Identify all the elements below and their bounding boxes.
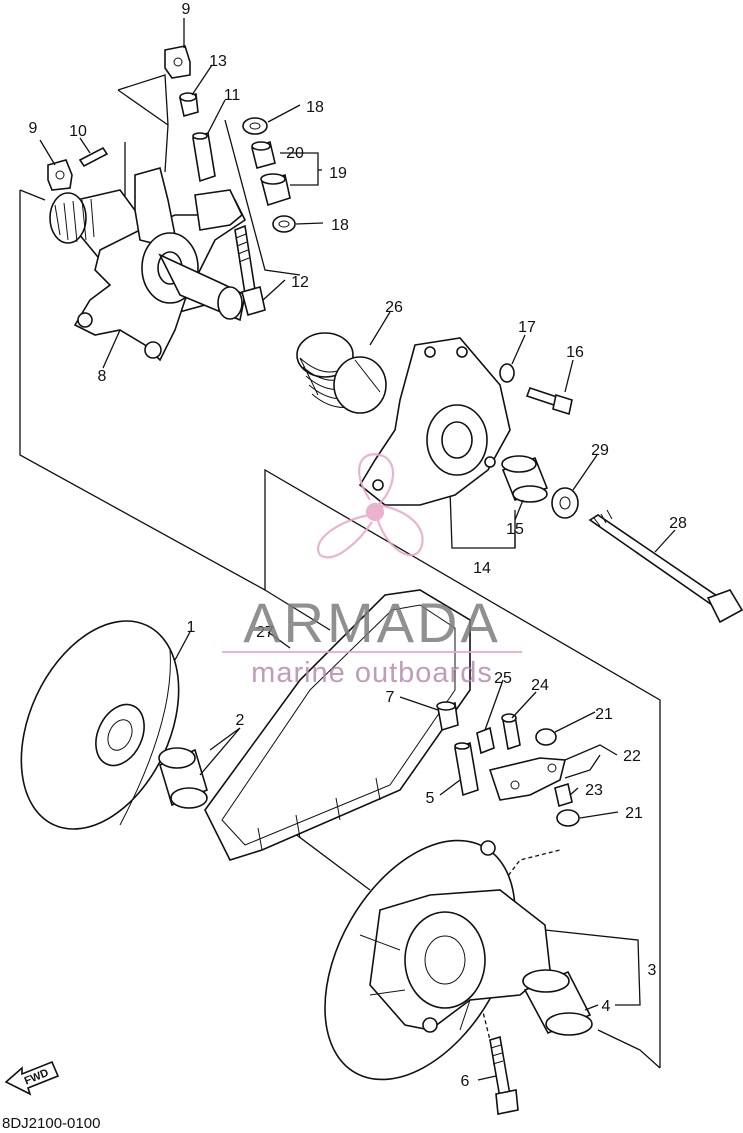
callout-19: 19 <box>329 165 347 182</box>
parts-21-23-rollers <box>535 728 580 827</box>
watermark-subtitle: marine outboards <box>251 657 493 689</box>
callout-22: 22 <box>623 748 641 765</box>
callout-18-bottom: 18 <box>331 217 349 234</box>
callout-10: 10 <box>69 123 87 140</box>
callout-11: 11 <box>224 87 241 104</box>
callout-5: 5 <box>426 790 435 807</box>
part-17-washer <box>499 363 515 383</box>
part-12-bolt <box>234 224 266 317</box>
parts-24-25-pins <box>476 713 521 755</box>
part-10-pin <box>78 146 109 168</box>
part-28-long-bolt <box>588 509 743 624</box>
callout-14: 14 <box>473 560 491 577</box>
leader-lines <box>39 18 676 1081</box>
callout-3: 3 <box>648 962 657 979</box>
part-11-pin <box>192 131 216 183</box>
callout-6: 6 <box>461 1073 470 1090</box>
diagram-part-code: 8DJ2100-0100 <box>2 1115 100 1132</box>
callout-21-bottom: 21 <box>625 805 643 822</box>
part-14-cam-housing <box>358 337 511 506</box>
callout-2: 2 <box>236 712 245 729</box>
callout-4: 4 <box>602 998 611 1015</box>
callout-15: 15 <box>506 521 524 538</box>
callout-23: 23 <box>585 782 603 799</box>
callout-18-top: 18 <box>306 99 324 116</box>
callout-1: 1 <box>187 619 196 636</box>
callout-9-top: 9 <box>182 1 191 18</box>
callout-12: 12 <box>291 274 309 291</box>
part-13-bushing <box>179 92 199 118</box>
callout-28: 28 <box>669 515 687 532</box>
callout-7: 7 <box>386 689 395 706</box>
callout-26: 26 <box>385 299 403 316</box>
part-26-spring <box>296 332 387 414</box>
fwd-arrow-icon: FWD <box>4 1060 60 1096</box>
part-3-fixed-sheave <box>324 839 551 1081</box>
part-9-top-weight <box>164 45 191 79</box>
part-22-ramp-arm <box>488 757 567 801</box>
part-9-left-weight <box>47 159 73 191</box>
callout-27: 27 <box>256 624 274 641</box>
part-6-bolt <box>489 1035 519 1115</box>
callout-17: 17 <box>518 319 536 336</box>
callout-13: 13 <box>209 53 227 70</box>
part-4-bearing <box>522 969 593 1036</box>
callout-labels: 9 13 11 18 9 10 20 19 18 12 26 17 16 8 2… <box>29 1 687 1090</box>
part-1-sliding-sheave <box>20 620 180 830</box>
propeller-logo-icon <box>317 453 424 559</box>
secondary-fixed-sheave-hub <box>49 167 247 362</box>
callout-9-left: 9 <box>29 120 38 137</box>
part-27-drive-belt <box>204 589 471 861</box>
watermark-title: ARMADA <box>243 591 501 654</box>
callout-8: 8 <box>98 368 107 385</box>
callout-20: 20 <box>286 145 304 162</box>
callout-25: 25 <box>494 670 512 687</box>
part-29-washer <box>551 487 579 519</box>
parts-18-20-washers <box>242 117 296 233</box>
callout-29: 29 <box>591 442 609 459</box>
part-16-bolt <box>525 386 573 416</box>
callout-24: 24 <box>531 677 549 694</box>
part-5-pin <box>454 741 479 797</box>
part-15-bushing <box>501 455 549 503</box>
part-7-nut <box>436 701 459 732</box>
armada-watermark-logo: ARMADA marine outboards <box>222 453 522 689</box>
callout-21-top: 21 <box>595 706 613 723</box>
part-2-bearing <box>158 747 208 809</box>
callout-16: 16 <box>566 344 584 361</box>
